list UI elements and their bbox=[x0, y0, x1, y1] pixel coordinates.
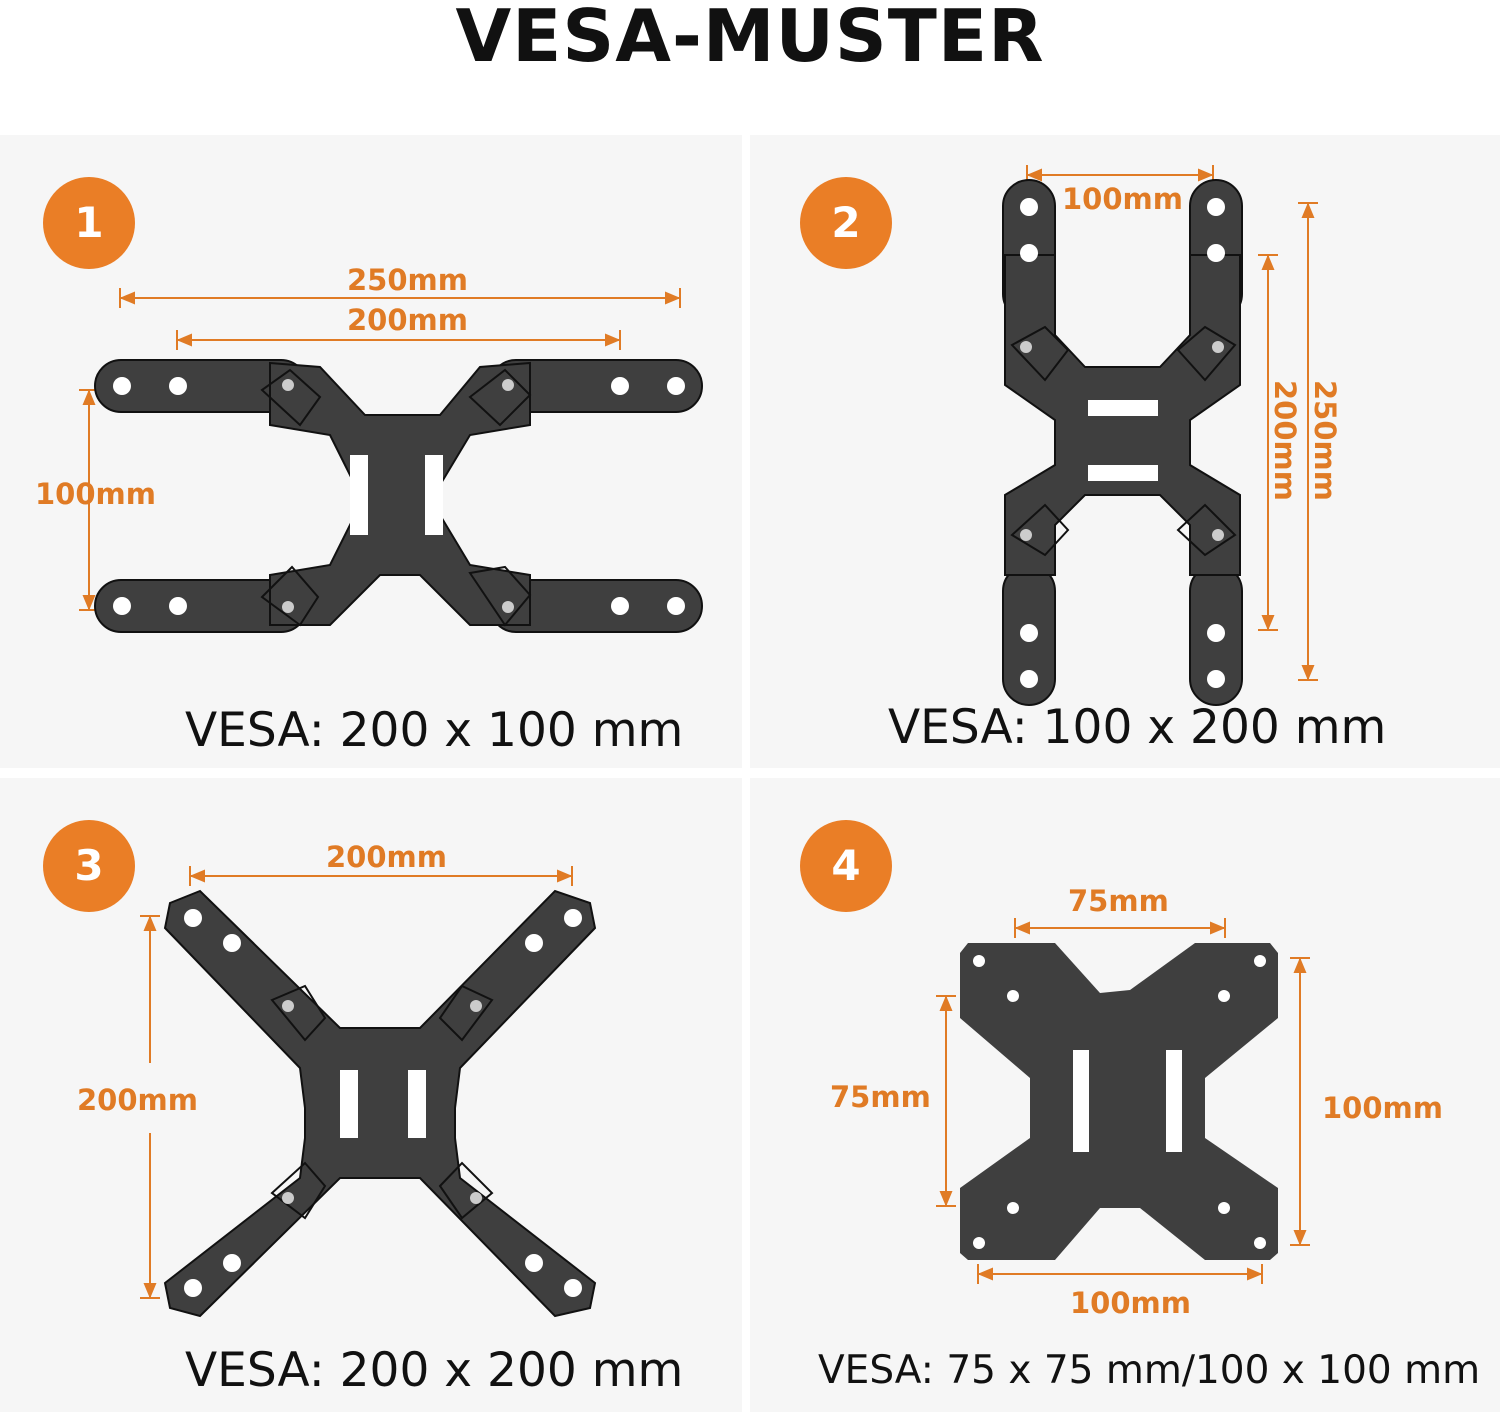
panel-vesa-100x200: 2 100mm 200mm 250mm VESA: 100 x 200 mm bbox=[750, 135, 1500, 768]
mount-plate-square-diagram bbox=[936, 918, 1310, 1284]
dimension-label-100mm: 100mm bbox=[35, 477, 156, 511]
dimension-label-75mm: 75mm bbox=[830, 1080, 931, 1114]
vesa-spec-label: VESA: 75 x 75 mm/100 x 100 mm bbox=[818, 1348, 1481, 1393]
mount-plate-horizontal-diagram bbox=[79, 288, 703, 633]
dimension-label-250mm: 250mm bbox=[347, 263, 468, 297]
vesa-spec-label: VESA: 200 x 200 mm bbox=[185, 1343, 684, 1398]
page-title: VESA-MUSTER bbox=[455, 0, 1045, 78]
dimension-label-100mm: 100mm bbox=[1062, 182, 1183, 216]
step-number-badge: 4 bbox=[800, 820, 892, 912]
vesa-spec-label: VESA: 200 x 100 mm bbox=[185, 703, 684, 758]
vesa-spec-label: VESA: 100 x 200 mm bbox=[888, 700, 1387, 755]
dimension-label-200mm: 200mm bbox=[1268, 380, 1302, 501]
step-number-badge: 3 bbox=[43, 820, 135, 912]
panel-vesa-200x100: 1 250mm 200mm 100mm VESA: 200 x 100 mm bbox=[0, 135, 742, 768]
dimension-label-200mm: 200mm bbox=[347, 303, 468, 337]
dimension-label-100mm: 100mm bbox=[1322, 1091, 1443, 1125]
dimension-label-200mm: 200mm bbox=[77, 1083, 198, 1117]
panel-vesa-75x75-100x100: 4 75mm 75mm 100mm 100mm VESA: 75 x 75 mm… bbox=[750, 778, 1500, 1412]
mount-plate-x-diagram bbox=[140, 866, 597, 1318]
step-number-badge: 1 bbox=[43, 177, 135, 269]
mount-plate-vertical-diagram bbox=[1002, 165, 1318, 706]
panel-vesa-200x200: 3 200mm 200mm VESA: 200 x 200 mm bbox=[0, 778, 742, 1412]
dimension-label-250mm: 250mm bbox=[1308, 380, 1342, 501]
step-number-badge: 2 bbox=[800, 177, 892, 269]
dimension-label-200mm: 200mm bbox=[326, 840, 447, 874]
dimension-label-75mm: 75mm bbox=[1068, 884, 1169, 918]
dimension-label-100mm: 100mm bbox=[1070, 1286, 1191, 1320]
